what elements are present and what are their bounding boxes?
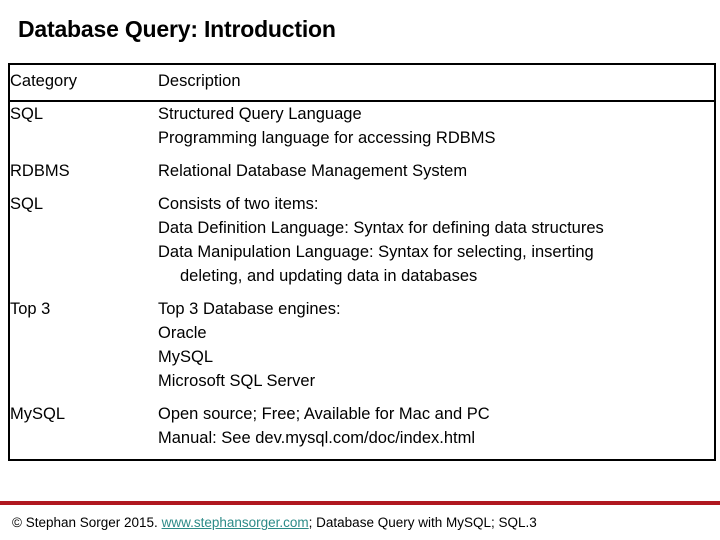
footer-website-link[interactable]: www.stephansorger.com <box>161 515 309 530</box>
description-line: Programming language for accessing RDBMS <box>158 129 496 147</box>
footer-divider <box>0 501 720 505</box>
cell-category: MySQL <box>10 405 66 423</box>
column-header-description: Description <box>158 64 715 102</box>
footer: © Stephan Sorger 2015. www.stephansorger… <box>12 514 537 532</box>
cell-category: RDBMS <box>10 162 70 180</box>
column-header-category: Category <box>9 64 158 102</box>
page-title: Database Query: Introduction <box>18 16 336 42</box>
description-line: Oracle <box>158 324 207 342</box>
table-row: SQL Consists of two items: Data Definition… <box>9 192 715 297</box>
description-line: Consists of two items: <box>158 195 319 213</box>
table-row: RDBMS Relational Database Management Syst… <box>9 159 715 192</box>
cell-description: Consists of two items: Data Definition La… <box>158 192 715 297</box>
description-line: Data Manipulation Language: Syntax for s… <box>158 243 594 261</box>
cell-description: Open source; Free; Available for Mac and… <box>158 402 715 460</box>
table-row: MySQL Open source; Free; Available for Ma… <box>9 402 715 460</box>
description-line: Top 3 Database engines: <box>158 300 341 318</box>
description-line: Manual: See dev.mysql.com/doc/index.html <box>158 429 476 447</box>
description-line: Open source; Free; Available for Mac and… <box>158 405 490 423</box>
footer-trailing-text: ; Database Query with MySQL; SQL.3 <box>308 515 537 530</box>
description-line: MySQL <box>158 348 214 366</box>
description-line: Microsoft SQL Server <box>158 372 316 390</box>
description-line: deleting, and updating data in databases <box>180 267 478 285</box>
description-line: Data Definition Language: Syntax for def… <box>158 219 604 237</box>
description-line: Relational Database Management System <box>158 162 468 180</box>
cell-category: SQL <box>10 105 44 123</box>
table-header-row: Category Description <box>9 64 715 102</box>
cell-category: Top 3 <box>10 300 51 318</box>
cell-description: Relational Database Management System <box>158 159 715 192</box>
description-line: Structured Query Language <box>158 105 362 123</box>
content-table: Category Description SQL Structured Query… <box>8 63 716 461</box>
cell-category: SQL <box>10 195 44 213</box>
footer-copyright: © Stephan Sorger 2015. <box>12 515 158 530</box>
